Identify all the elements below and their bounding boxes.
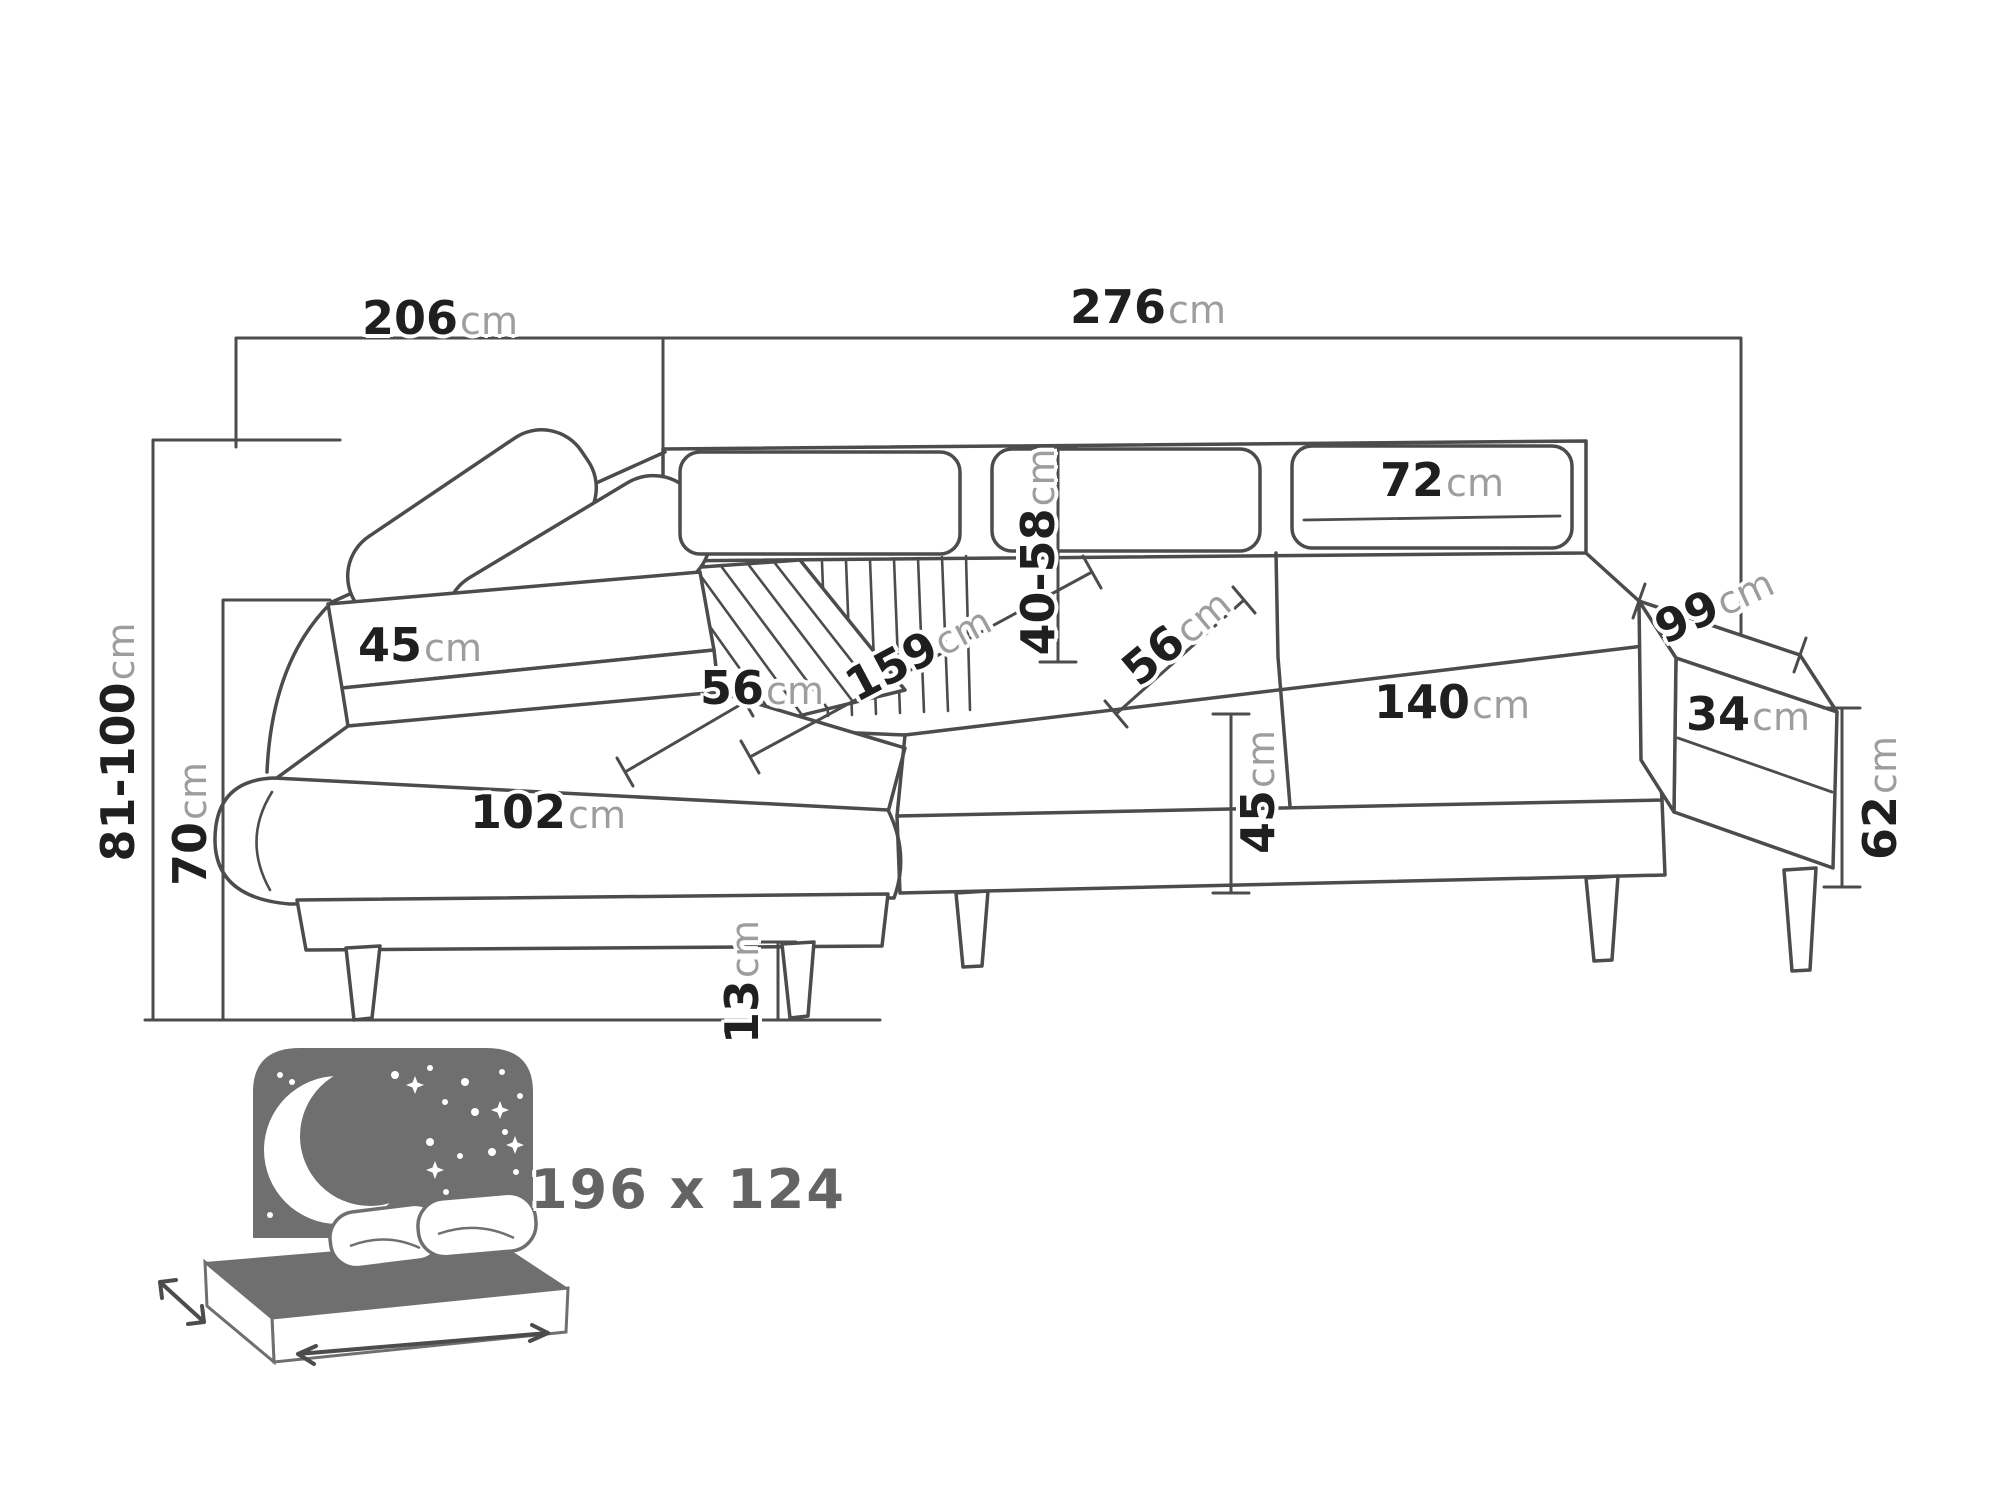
dim-value: 70 — [163, 821, 217, 886]
arrow-length — [296, 1323, 550, 1366]
dim-total-width-right: 276cm — [1070, 284, 1226, 330]
dim-unit: cm — [1168, 288, 1226, 332]
leg-mid-left — [954, 889, 990, 969]
dim-line-back-height — [151, 438, 342, 1022]
dim-value: 206 — [362, 291, 459, 345]
dim-value: 102 — [470, 785, 567, 839]
dimension-arrows — [158, 1278, 550, 1366]
dim-value: 276 — [1070, 280, 1167, 334]
dim-headrest-width: 72cm — [1380, 457, 1504, 503]
dim-unit: cm — [171, 762, 215, 820]
backrest-divider — [1274, 551, 1292, 808]
headrest-panel-3-seam — [1302, 514, 1562, 522]
sleeping-area-value: 196 x 124 — [530, 1158, 846, 1221]
leg-armrest — [1782, 866, 1818, 973]
dim-value: 45 — [358, 618, 423, 672]
dim-backrest-top-width: 45cm — [358, 622, 482, 668]
dim-leg-height: 13cm — [715, 920, 769, 1044]
arrow-width — [158, 1278, 206, 1326]
dim-seat-width: 140cm — [1374, 679, 1530, 725]
dim-line-leg-height — [758, 940, 798, 1022]
dim-value: 40-58 — [1011, 508, 1065, 656]
dim-unit: cm — [1861, 736, 1905, 794]
bed-pillow-right — [416, 1191, 538, 1259]
headrest-panel-3 — [1290, 444, 1574, 550]
dim-line-front-height — [221, 598, 332, 1022]
dim-value: 45 — [1231, 789, 1285, 854]
dim-unit: cm — [1019, 448, 1063, 507]
dim-line-armrest-height — [1822, 706, 1862, 889]
dim-armrest-height: 62cm — [1853, 736, 1907, 860]
dim-unit: cm — [1472, 683, 1530, 727]
chaise-front-roll — [213, 776, 903, 906]
dim-value: 13 — [715, 979, 769, 1044]
dim-value: 72 — [1380, 453, 1445, 507]
moon-shadow — [300, 1066, 440, 1206]
dim-value: 81-100 — [91, 682, 145, 862]
dim-chaise-front-width: 102cm — [470, 789, 626, 835]
sleeping-area-size: 196 x 124 — [530, 1163, 846, 1217]
dim-total-width-left: 206cm — [362, 295, 518, 341]
armrest-seam — [1676, 736, 1834, 794]
dimension-lines — [143, 336, 1862, 1022]
dim-line-top — [234, 336, 1743, 635]
armrest-inner-face — [1637, 599, 1678, 814]
corner-seat-seam — [895, 733, 907, 818]
leg-mid-right — [1584, 874, 1620, 963]
bed-icon — [158, 1048, 570, 1366]
dim-value: 62 — [1853, 795, 1907, 860]
chaise-plinth — [295, 892, 890, 952]
armrest-connector — [1584, 551, 1641, 603]
dim-unit: cm — [424, 626, 482, 670]
dim-line-corner-depth — [615, 686, 755, 788]
dim-unit: cm — [460, 299, 518, 343]
dim-corner-seat-depth: 56cm — [700, 665, 824, 711]
dim-value: 140 — [1374, 675, 1471, 729]
dim-value: 34 — [1686, 687, 1751, 741]
pillow-folds — [349, 1226, 515, 1250]
dim-line-seat-height — [1211, 712, 1251, 895]
dim-line-seat-depth — [1103, 585, 1257, 729]
dim-unit: cm — [1446, 461, 1504, 505]
mattress-top — [205, 1238, 568, 1318]
dim-line-chaise-length — [739, 554, 1103, 775]
dim-armrest-width: 34cm — [1686, 691, 1810, 737]
dim-unit: cm — [1752, 695, 1810, 739]
backrest-band — [661, 439, 1588, 563]
dim-unit: cm — [766, 669, 824, 713]
dim-unit: cm — [723, 920, 767, 978]
front-roll-seam — [255, 790, 274, 892]
dim-value: 56 — [700, 661, 765, 715]
chaise-leg-left — [344, 944, 382, 1022]
chaise-leg-right — [780, 940, 816, 1020]
dim-unit: cm — [568, 793, 626, 837]
chaise-left-outline — [265, 600, 334, 774]
dim-back-height: 81-100cm — [91, 622, 145, 861]
dim-armrest-front-height: 70cm — [163, 762, 217, 886]
dim-unit: cm — [1239, 730, 1283, 788]
dim-line-headrest-range — [1038, 445, 1078, 664]
chaise-seat — [272, 690, 907, 814]
dim-seat-height: 45cm — [1231, 730, 1285, 854]
dim-headrest-height-range: 40-58cm — [1011, 448, 1065, 655]
dim-unit: cm — [99, 622, 143, 681]
sofa-drawing — [213, 428, 1839, 1022]
mattress-left-face — [203, 1258, 276, 1366]
seat-front-edge — [895, 798, 1667, 895]
headrest-panel-1 — [678, 450, 962, 556]
dim-line-armrest-length — [1631, 582, 1808, 674]
